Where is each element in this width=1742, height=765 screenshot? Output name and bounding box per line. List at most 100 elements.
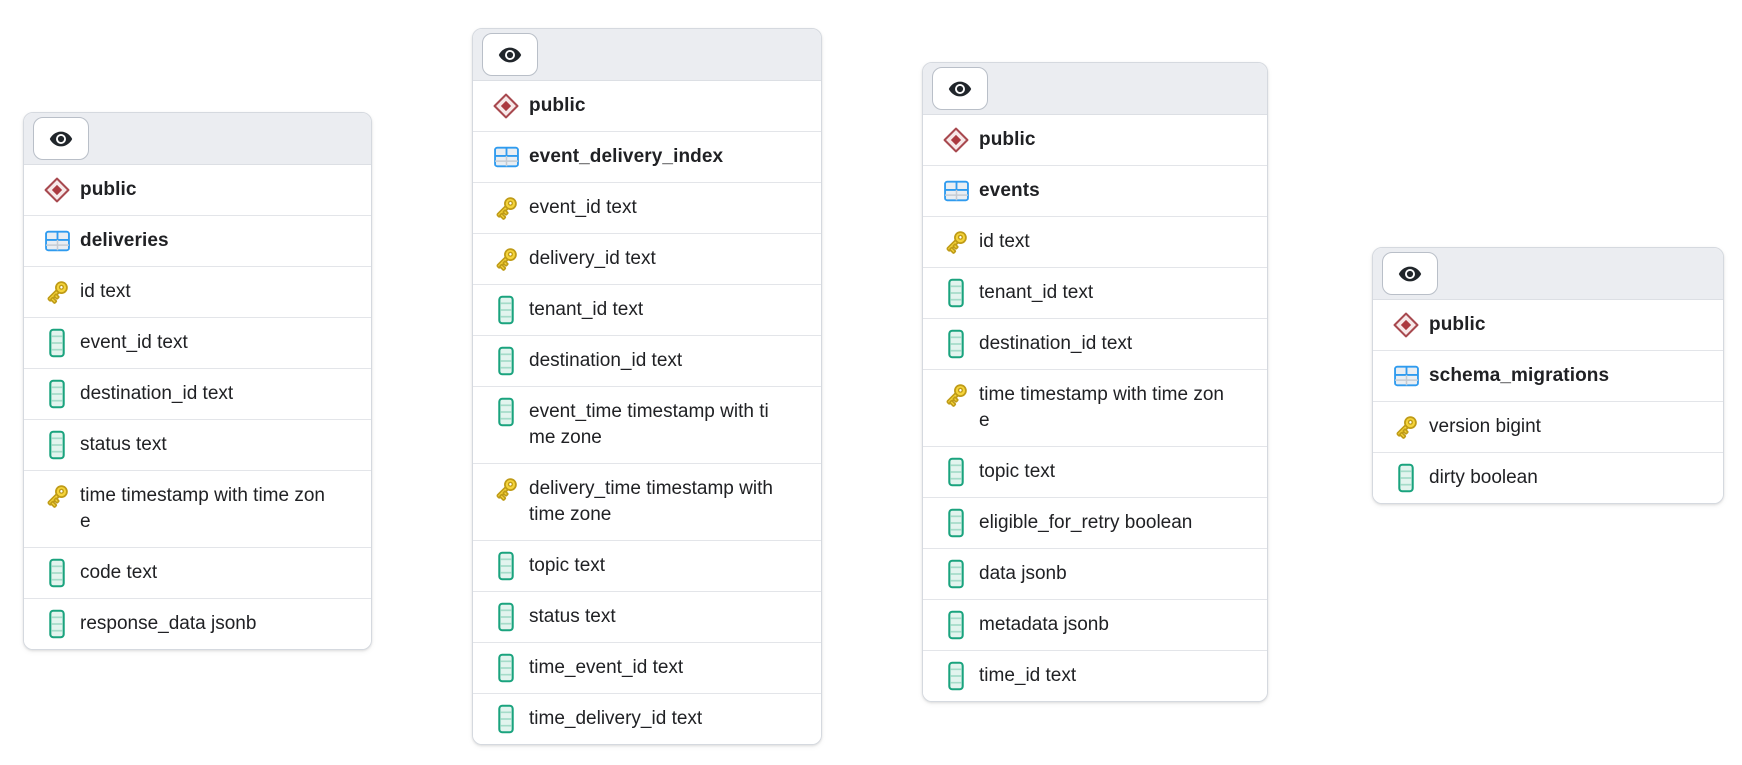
column-row[interactable]: status text: [473, 592, 821, 643]
column-type: text: [202, 383, 234, 404]
column-label: code text: [80, 560, 157, 586]
column-type: text: [126, 562, 158, 583]
column-name: topic: [979, 461, 1020, 482]
column-label: event_id text: [80, 330, 188, 356]
column-row[interactable]: destination_id text: [923, 319, 1267, 370]
column-row[interactable]: time_event_id text: [473, 643, 821, 694]
column-icon: [948, 610, 964, 640]
column-icon: [948, 661, 964, 691]
column-type: timestamp with time zone: [979, 384, 1224, 431]
column-icon: [489, 602, 523, 632]
table-name-row[interactable]: deliveries: [24, 216, 371, 267]
schema-row[interactable]: public: [1373, 300, 1723, 351]
column-row[interactable]: id text: [24, 267, 371, 318]
card-header: [473, 29, 821, 81]
column-name: status: [80, 434, 131, 455]
column-name: delivery_id: [529, 248, 620, 269]
column-row[interactable]: event_id text: [24, 318, 371, 369]
table-name-row[interactable]: schema_migrations: [1373, 351, 1723, 402]
column-row[interactable]: delivery_time timestamp with time zone: [473, 464, 821, 541]
column-row[interactable]: eligible_for_retry boolean: [923, 498, 1267, 549]
column-row[interactable]: tenant_id text: [923, 268, 1267, 319]
table-name-row[interactable]: events: [923, 166, 1267, 217]
column-list: id text tenant_id text destination_id te…: [923, 217, 1267, 701]
column-name: time: [979, 384, 1015, 405]
column-icon: [498, 295, 514, 325]
column-icon: [939, 329, 973, 359]
column-label: event_time timestamp with time zone: [529, 399, 781, 451]
column-type: boolean: [1124, 512, 1193, 533]
column-row[interactable]: version bigint: [1373, 402, 1723, 453]
column-name: tenant_id: [979, 282, 1058, 303]
column-row[interactable]: id text: [923, 217, 1267, 268]
column-icon: [939, 457, 973, 487]
schema-diamond-icon: [939, 127, 973, 153]
eye-icon: [498, 47, 522, 62]
column-row[interactable]: time timestamp with time zone: [923, 370, 1267, 447]
column-row[interactable]: dirty boolean: [1373, 453, 1723, 503]
column-icon: [948, 559, 964, 589]
column-row[interactable]: response_data jsonb: [24, 599, 371, 649]
column-label: destination_id text: [80, 381, 233, 407]
column-label: response_data jsonb: [80, 611, 256, 637]
column-name: id: [80, 281, 95, 302]
column-label: version bigint: [1429, 414, 1541, 440]
visibility-toggle-button[interactable]: [932, 67, 988, 110]
column-name: eligible_for_retry: [979, 512, 1120, 533]
column-icon: [489, 397, 523, 427]
column-icon: [49, 430, 65, 460]
column-row[interactable]: topic text: [473, 541, 821, 592]
column-row[interactable]: destination_id text: [473, 336, 821, 387]
column-row[interactable]: event_id text: [473, 183, 821, 234]
table-icon: [939, 178, 973, 204]
column-label: time_delivery_id text: [529, 706, 702, 732]
column-icon: [489, 704, 523, 734]
column-row[interactable]: status text: [24, 420, 371, 471]
column-icon: [1389, 463, 1423, 493]
schema-row[interactable]: public: [473, 81, 821, 132]
table-icon: [40, 228, 74, 254]
card-header: [923, 63, 1267, 115]
column-type: text: [1024, 461, 1056, 482]
table-card-events[interactable]: public events id text: [922, 62, 1268, 702]
column-row[interactable]: metadata jsonb: [923, 600, 1267, 651]
column-name: time_id: [979, 665, 1041, 686]
column-row[interactable]: topic text: [923, 447, 1267, 498]
column-row[interactable]: tenant_id text: [473, 285, 821, 336]
column-row[interactable]: code text: [24, 548, 371, 599]
column-label: delivery_id text: [529, 246, 656, 272]
column-type: text: [1045, 665, 1077, 686]
table-name-row[interactable]: event_delivery_index: [473, 132, 821, 183]
column-icon: [948, 278, 964, 308]
schema-row[interactable]: public: [923, 115, 1267, 166]
column-row[interactable]: data jsonb: [923, 549, 1267, 600]
column-icon: [948, 508, 964, 538]
primary-key-icon: [946, 384, 967, 407]
column-type: text: [157, 332, 188, 353]
column-row[interactable]: time_id text: [923, 651, 1267, 701]
visibility-toggle-button[interactable]: [482, 33, 538, 76]
table-card-deliveries[interactable]: public deliveries id text: [23, 112, 372, 650]
column-icon: [498, 602, 514, 632]
column-row[interactable]: time timestamp with time zone: [24, 471, 371, 548]
visibility-toggle-button[interactable]: [33, 117, 89, 160]
column-label: id text: [979, 229, 1030, 255]
column-name: time_delivery_id: [529, 708, 667, 729]
visibility-toggle-button[interactable]: [1382, 252, 1438, 295]
table-card-schema_migrations[interactable]: public schema_migrations versi: [1372, 247, 1724, 504]
column-row[interactable]: time_delivery_id text: [473, 694, 821, 744]
schema-row[interactable]: public: [24, 165, 371, 216]
table-card-event_delivery_index[interactable]: public event_delivery_index ev: [472, 28, 822, 745]
column-row[interactable]: delivery_id text: [473, 234, 821, 285]
primary-key-icon: [489, 195, 523, 221]
column-row[interactable]: destination_id text: [24, 369, 371, 420]
column-type: boolean: [1470, 467, 1538, 488]
column-name: metadata: [979, 614, 1059, 635]
column-name: version: [1429, 416, 1491, 437]
column-name: status: [529, 606, 580, 627]
column-label: destination_id text: [529, 348, 682, 374]
column-label: time timestamp with time zone: [80, 483, 332, 535]
column-type: text: [1062, 282, 1094, 303]
column-row[interactable]: event_time timestamp with time zone: [473, 387, 821, 464]
column-icon: [939, 559, 973, 589]
